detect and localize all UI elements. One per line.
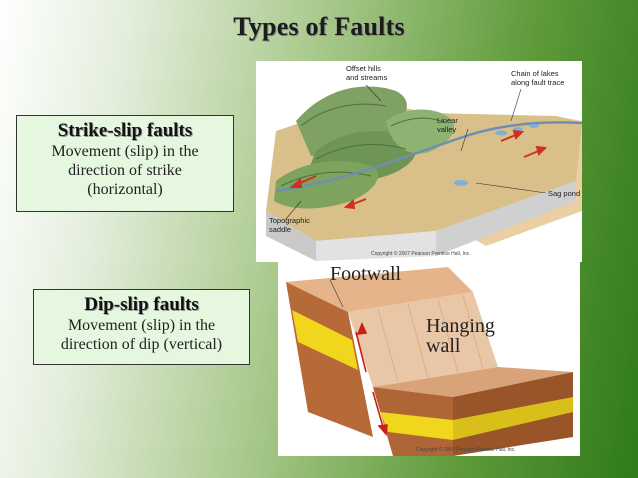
strike-slip-terrain-drawing bbox=[266, 84, 582, 261]
strike-copyright: Copyright © 2007 Pearson Prentice Hall, … bbox=[371, 251, 471, 257]
dip-slip-box: Dip-slip faults Movement (slip) in the d… bbox=[33, 289, 250, 365]
label-saddle-line-2: saddle bbox=[269, 225, 292, 234]
label-chain-of-lakes: Chain of lakes along fault trace bbox=[511, 69, 564, 87]
label-hanging-line-2: wall bbox=[426, 335, 461, 357]
label-lakes-line-1: Chain of lakes bbox=[511, 69, 559, 78]
label-lakes-line-2: along fault trace bbox=[511, 78, 565, 87]
label-hanging-wall: Hanging wall bbox=[426, 316, 495, 356]
strike-slip-line-3: (horizontal) bbox=[87, 181, 163, 198]
dip-slip-illustration: Footwall Hanging wall Copyright © 2007 P… bbox=[278, 262, 580, 456]
strike-slip-illustration: Offset hills and streams Chain of lakes … bbox=[256, 61, 582, 262]
label-offset-hills: Offset hills and streams bbox=[346, 64, 387, 82]
strike-slip-box: Strike-slip faults Movement (slip) in th… bbox=[16, 115, 234, 212]
dip-slip-line-1: Movement (slip) in the bbox=[67, 317, 216, 334]
dip-slip-line-2: direction of dip (vertical) bbox=[60, 336, 223, 353]
label-topographic-saddle: Topographic saddle bbox=[269, 216, 310, 234]
strike-slip-heading: Strike-slip faults bbox=[57, 120, 193, 141]
dip-copyright: Copyright © 2007 Pearson Prentice Hall, … bbox=[416, 447, 516, 453]
label-offset-line-2: and streams bbox=[346, 73, 388, 82]
strike-slip-line-2: direction of strike bbox=[68, 162, 182, 179]
strike-slip-line-1: Movement (slip) in the bbox=[51, 143, 199, 160]
dip-slip-heading: Dip-slip faults bbox=[84, 294, 199, 315]
label-footwall: Footwall bbox=[330, 263, 402, 285]
slide-title: Types of Faults bbox=[233, 12, 405, 41]
label-hanging-line-1: Hanging bbox=[426, 315, 495, 337]
label-sag-pond: Sag pond bbox=[548, 189, 581, 198]
label-linear-line-2: valley bbox=[437, 125, 457, 134]
label-linear-line-1: Linear bbox=[437, 116, 458, 125]
label-linear-valley: Linear valley bbox=[437, 116, 458, 134]
dip-slip-block-drawing bbox=[286, 267, 573, 456]
label-saddle-line-1: Topographic bbox=[269, 216, 310, 225]
label-offset-line-1: Offset hills bbox=[346, 64, 381, 73]
